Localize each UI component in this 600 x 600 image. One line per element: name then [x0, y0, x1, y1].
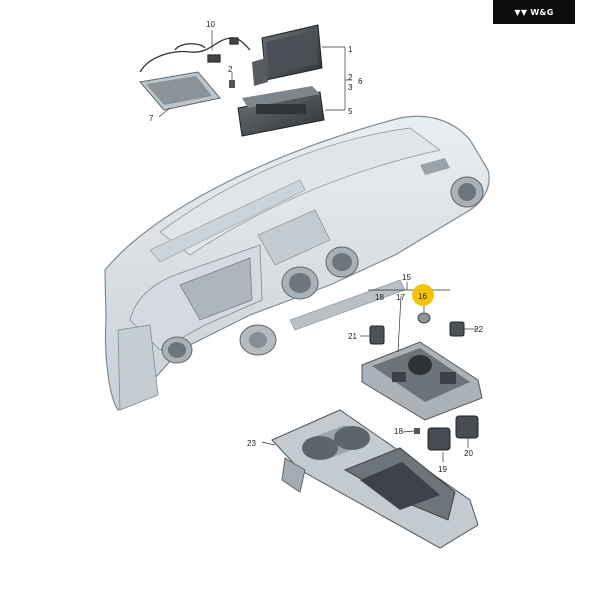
control-unit [237, 86, 325, 137]
display-unit [252, 24, 323, 86]
callout-18-bottom: 18 [394, 427, 403, 436]
steering-column-knob [239, 324, 277, 356]
callout-21: 21 [348, 332, 357, 341]
switch-21 [369, 325, 385, 345]
gear-selector-panel [361, 341, 483, 421]
brand-badge: ▼▼ W&G [493, 0, 575, 24]
center-console [271, 409, 479, 549]
leader-lines [158, 30, 478, 462]
air-vent-center-1 [281, 266, 319, 300]
wiring-harness [139, 37, 251, 73]
callout-19: 19 [438, 465, 447, 474]
callout-17: 17 [396, 293, 405, 302]
brand-badge-text: W&G [530, 7, 554, 17]
callout-18-top: 18 [375, 293, 384, 302]
cover-panel [139, 71, 221, 111]
dashboard-panel [104, 115, 490, 411]
button-20 [455, 415, 479, 439]
callout-2b: 2 [348, 73, 353, 82]
callout-15: 15 [402, 273, 411, 282]
callout-6: 6 [358, 77, 363, 86]
screw-18 [414, 428, 420, 434]
callout-labels: 1 2 2 3 5 6 7 10 15 16 17 18 18 19 20 21… [149, 20, 483, 474]
callout-3: 3 [348, 83, 353, 92]
callout-22: 22 [474, 325, 483, 334]
rotary-knob [417, 312, 431, 324]
callout-20: 20 [464, 449, 473, 458]
air-vent-center-2 [325, 246, 359, 278]
callout-1: 1 [348, 45, 353, 54]
mounting-screw [229, 80, 235, 88]
callout-10: 10 [206, 20, 215, 29]
switch-22 [449, 321, 465, 337]
air-vent-right [450, 176, 484, 208]
callout-5: 5 [348, 107, 353, 116]
air-vent-left [161, 336, 193, 364]
callout-7: 7 [149, 114, 154, 123]
button-19 [427, 427, 451, 451]
highlighted-callout-marker [412, 284, 434, 306]
callout-16: 16 [418, 292, 427, 301]
brand-logo-icon: ▼▼ [514, 7, 528, 17]
callout-23: 23 [247, 439, 256, 448]
callout-2: 2 [228, 65, 233, 74]
